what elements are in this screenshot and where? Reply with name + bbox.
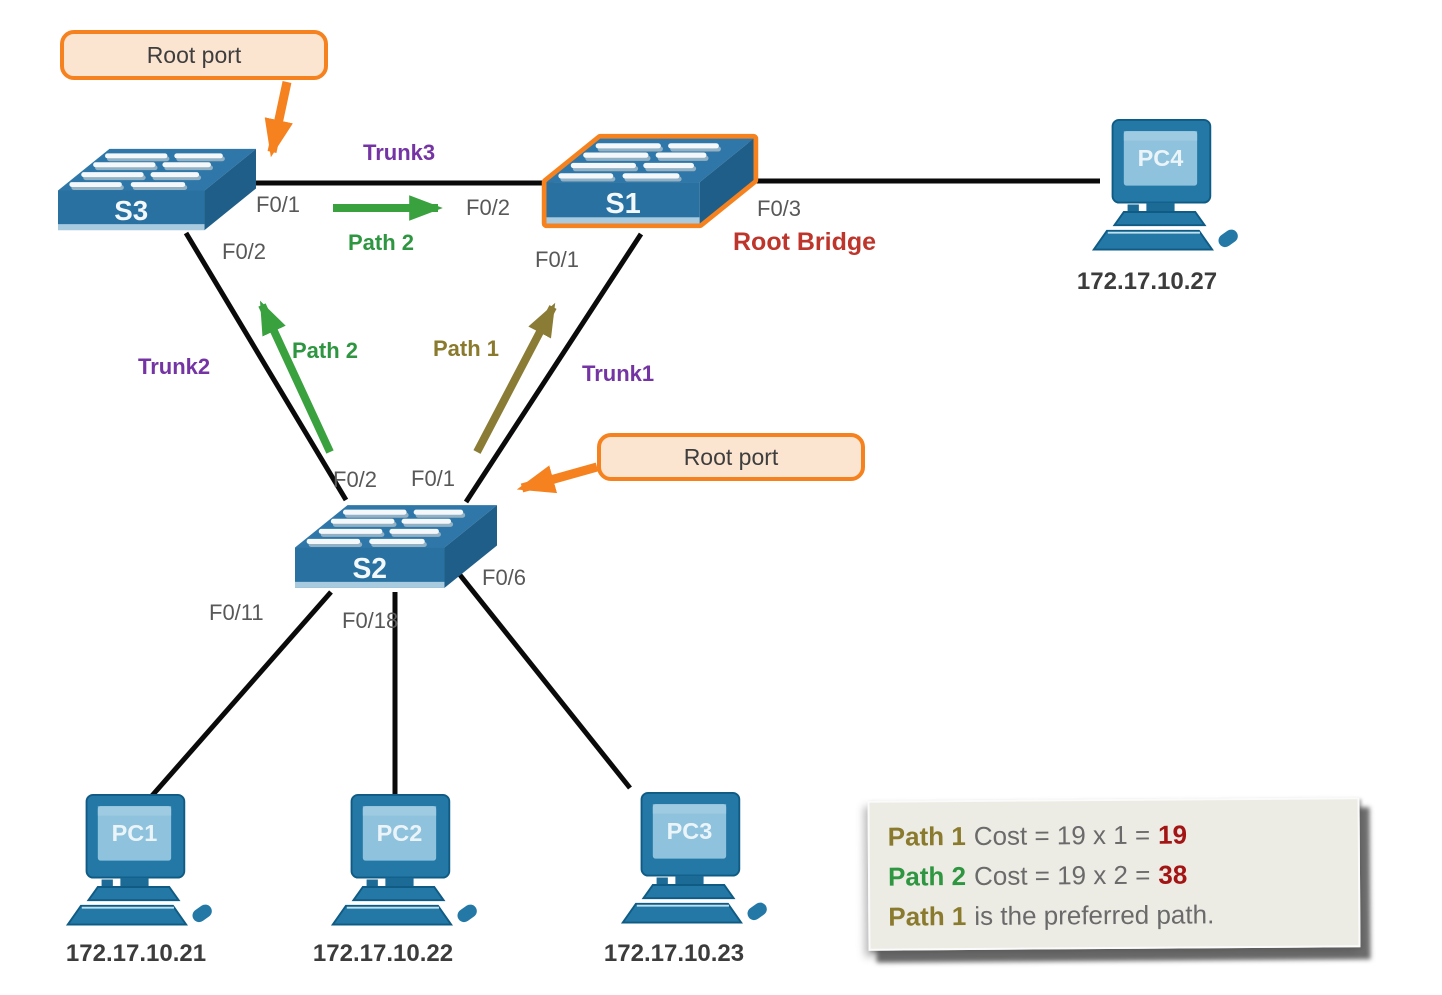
pc1-ip: 172.17.10.21 (65, 940, 207, 967)
pc4-icon: PC4 (1088, 118, 1248, 259)
port-s3-f0-1: F0/1 (256, 192, 301, 217)
pc3-icon: PC3 (617, 791, 777, 932)
port-s2-f0-18: F0/18 (342, 608, 399, 633)
port-s1-f0-3: F0/3 (757, 196, 802, 221)
switch-s2-label: S2 (352, 552, 387, 584)
port-s2-f0-2: F0/2 (333, 467, 378, 492)
trunk2-label: Trunk2 (138, 354, 211, 379)
switch-s2-icon: S2 (295, 495, 497, 596)
pc4-label: PC4 (1138, 145, 1184, 171)
pc1-icon: PC1 (62, 793, 222, 934)
link-s3-s2 (183, 231, 349, 502)
root-port-arrow-s2 (516, 462, 599, 494)
pc4-ip: 172.17.10.27 (1076, 268, 1218, 295)
pc1-label: PC1 (112, 820, 158, 846)
switch-s3-icon: S3 (58, 139, 256, 238)
root-port-callout-s3-text: Root port (146, 41, 242, 68)
path2-diagonal-arrow (258, 300, 334, 454)
root-port-callout-s3: Root port (60, 30, 328, 80)
pc3-ip: 172.17.10.23 (603, 940, 745, 967)
trunk3-label: Trunk3 (363, 140, 436, 165)
cost-line-2-value: 38 (1158, 859, 1188, 890)
cost-line-3-path: Path 1 (888, 901, 967, 932)
port-s2-f0-6: F0/6 (482, 565, 527, 590)
port-s2-f0-1: F0/1 (411, 466, 456, 491)
path1-arrow (473, 302, 557, 454)
switch-s3-label: S3 (114, 195, 148, 226)
pc3-label: PC3 (667, 818, 713, 844)
port-s3-f0-2: F0/2 (222, 239, 267, 264)
pc2-icon: PC2 (327, 793, 487, 934)
switch-s1-label: S1 (605, 188, 640, 220)
cost-line-3-text: is the preferred path. (974, 899, 1215, 931)
link-s2-pc1 (148, 590, 333, 800)
pc2-label: PC2 (377, 820, 423, 846)
pc2-ip: 172.17.10.22 (312, 940, 454, 967)
port-s1-f0-1: F0/1 (535, 247, 580, 272)
cost-line-1-path: Path 1 (887, 821, 966, 852)
path2-diagonal-label: Path 2 (292, 338, 359, 363)
link-s2-pc3 (454, 568, 632, 790)
cost-line-1-text: Cost = 19 x 1 = (973, 819, 1151, 851)
root-bridge-label: Root Bridge (733, 228, 877, 256)
path2-horizontal-label: Path 2 (348, 230, 415, 255)
cost-line-2-text: Cost = 19 x 2 = (973, 859, 1151, 891)
root-port-callout-s2-text: Root port (683, 443, 779, 470)
link-s1-s2 (463, 232, 644, 504)
root-port-callout-s2: Root port (597, 433, 865, 481)
cost-line-2-path: Path 2 (887, 861, 967, 892)
cost-line-1-value: 19 (1157, 819, 1188, 850)
switch-s1-icon: S1 (541, 133, 759, 229)
port-s1-f0-2: F0/2 (466, 195, 511, 220)
path1-label: Path 1 (433, 336, 500, 361)
root-port-arrow-s3 (264, 81, 293, 158)
port-s2-f0-11: F0/11 (209, 600, 264, 625)
trunk1-label: Trunk1 (582, 361, 655, 386)
